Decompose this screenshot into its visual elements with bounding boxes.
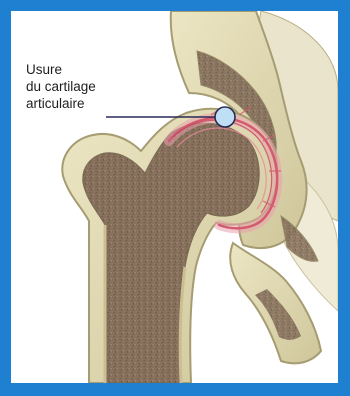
callout-line-2: du cartilage [26,78,96,95]
illustration-panel: Usure du cartilage articulaire [11,11,338,383]
callout-marker [215,107,235,127]
callout-line-3: articulaire [26,95,96,112]
callout-line-1: Usure [26,61,96,78]
callout-label: Usure du cartilage articulaire [26,61,96,112]
